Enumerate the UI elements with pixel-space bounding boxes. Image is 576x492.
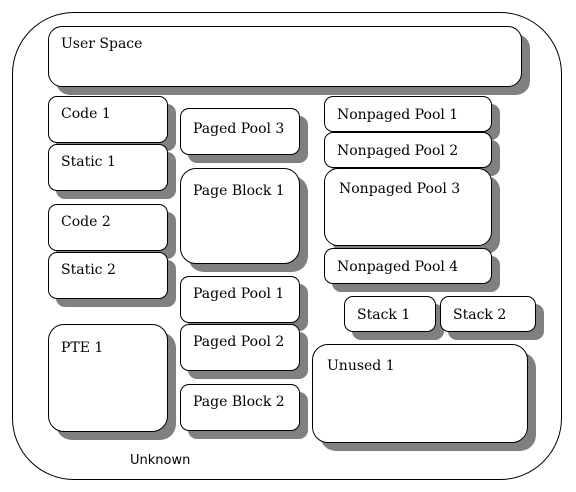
nonpaged-pool-4-block: Nonpaged Pool 4	[324, 248, 492, 284]
stack-2-block: Stack 2	[440, 296, 536, 332]
code-2-block: Code 2	[48, 204, 168, 251]
static-2-block: Static 2	[48, 252, 168, 299]
paged-pool-1-block: Paged Pool 1	[180, 276, 300, 323]
pte-1-block: PTE 1	[48, 324, 168, 432]
unused-1-block: Unused 1	[312, 344, 528, 443]
user-space-block: User Space	[48, 26, 522, 87]
nonpaged-pool-1-block: Nonpaged Pool 1	[324, 96, 492, 132]
paged-pool-2-block: Paged Pool 2	[180, 324, 300, 371]
paged-pool-3-block: Paged Pool 3	[180, 108, 300, 155]
nonpaged-pool-2-block: Nonpaged Pool 2	[324, 132, 492, 168]
code-1-block: Code 1	[48, 96, 168, 143]
static-1-block: Static 1	[48, 144, 168, 191]
page-block-2-block: Page Block 2	[180, 384, 300, 431]
unknown-label: Unknown	[130, 453, 191, 468]
page-block-1-block: Page Block 1	[180, 168, 300, 264]
stack-1-block: Stack 1	[344, 296, 436, 332]
nonpaged-pool-3-block: Nonpaged Pool 3	[324, 168, 492, 246]
